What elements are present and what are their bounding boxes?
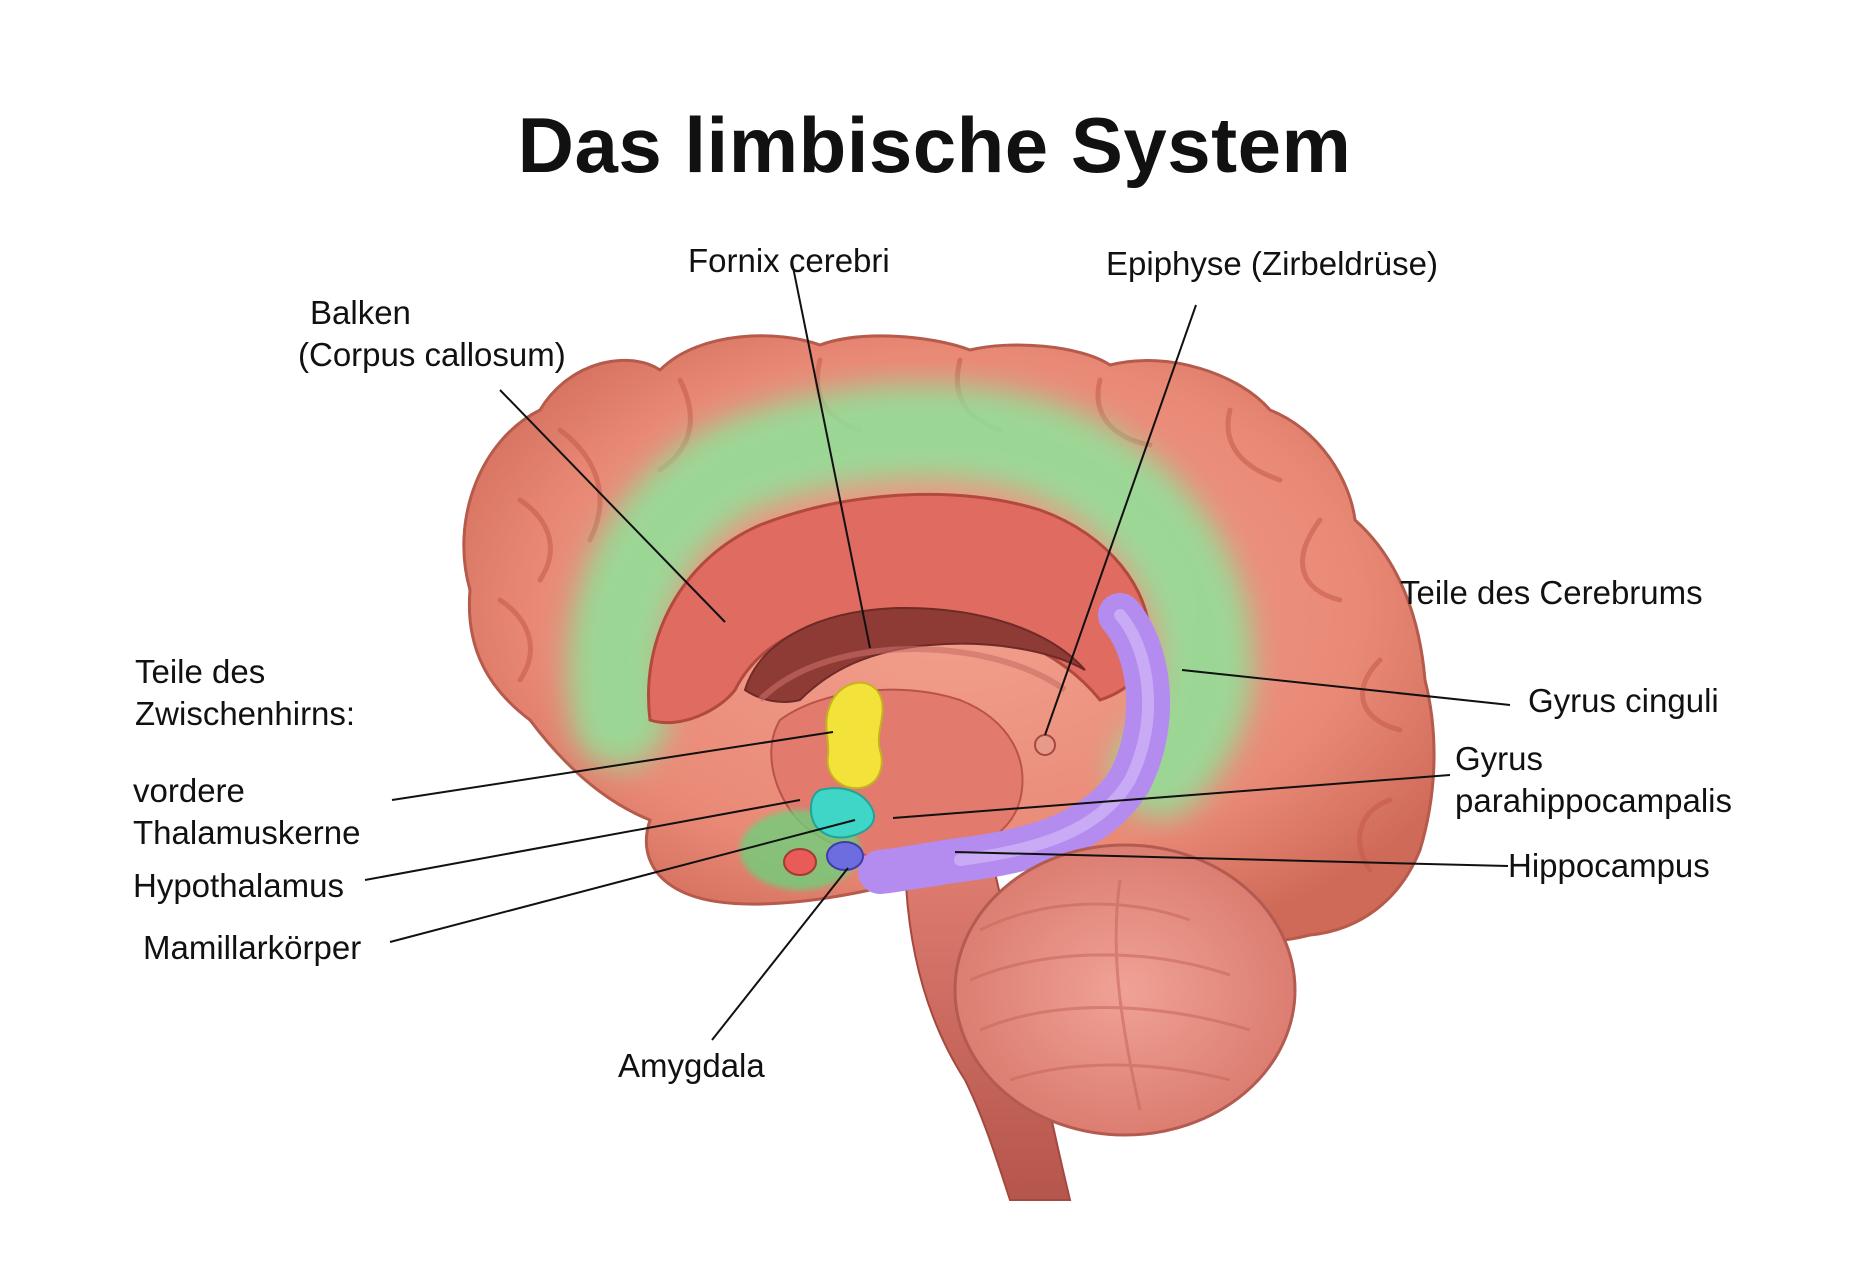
label-teile-zwischen-line2: Zwischenhirns: [135, 695, 356, 732]
label-thalamus-line1: vordere [133, 772, 245, 809]
page-title: Das limbische System [517, 101, 1352, 189]
leader-fornix [791, 261, 871, 649]
leader-gyrus-cinguli [1181, 669, 1511, 706]
label-balken-line2: (Corpus callosum) [298, 336, 566, 373]
amygdala [826, 841, 864, 871]
vordere-thalamuskerne [825, 681, 884, 790]
label-amygdala: Amygdala [618, 1045, 765, 1087]
label-teile-zwischen-line1: Teile des [135, 653, 266, 690]
label-hypothalamus-text: Hypothalamus [133, 867, 344, 904]
label-hippocampus-text: Hippocampus [1508, 847, 1710, 884]
label-balken: Balken (Corpus callosum) [298, 292, 566, 376]
leader-hippocampus [954, 851, 1509, 867]
label-epiphyse: Epiphyse (Zirbeldrüse) [1106, 243, 1438, 285]
leader-gyrus-para [892, 774, 1451, 819]
label-mamillarkoerper: Mamillarkörper [143, 927, 361, 969]
leader-epiphyse [1044, 304, 1197, 736]
label-mamillar-text: Mamillarkörper [143, 929, 362, 966]
cerebellum-folia [969, 879, 1251, 1111]
label-gyrus-para-line2: parahippocampalis [1455, 782, 1733, 819]
leader-amygdala [711, 867, 849, 1041]
hypothalamus [809, 787, 875, 839]
mamillarkoerper [783, 848, 817, 876]
lateral-ventricle [743, 606, 1086, 703]
cerebellum [953, 843, 1297, 1137]
label-fornix: Fornix cerebri [688, 240, 890, 282]
label-fornix-text: Fornix cerebri [688, 242, 890, 279]
leader-mamillar [389, 819, 856, 943]
label-gyrus-para-line1: Gyrus [1455, 740, 1544, 777]
label-teile-cerebrum-text: Teile des Cerebrums [1400, 574, 1703, 611]
leader-thalamus [391, 731, 834, 801]
label-teile-cerebrum: Teile des Cerebrums [1400, 572, 1703, 614]
gyri-folds [497, 357, 1403, 873]
leader-lines [364, 261, 1511, 1041]
leader-hypothalamus [364, 799, 801, 881]
label-gyrus-parahippocampalis: Gyrus parahippocampalis [1455, 738, 1732, 822]
leader-balken [499, 389, 726, 623]
label-vordere-thalamuskerne: vordere Thalamuskerne [133, 770, 360, 854]
label-thalamus-line2: Thalamuskerne [133, 814, 361, 851]
label-gyrus-cinguli-text: Gyrus cinguli [1528, 682, 1719, 719]
label-gyrus-cinguli: Gyrus cinguli [1528, 680, 1719, 722]
label-hypothalamus: Hypothalamus [133, 865, 344, 907]
label-amygdala-text: Amygdala [618, 1047, 765, 1084]
label-balken-line1: Balken [310, 294, 411, 331]
epiphyse [1034, 734, 1056, 756]
gyrus-cinguli-area [567, 383, 1254, 818]
label-hippocampus: Hippocampus [1508, 845, 1710, 887]
label-teile-zwischenhirn: Teile des Zwischenhirns: [135, 651, 355, 735]
label-epiphyse-text: Epiphyse (Zirbeldrüse) [1106, 245, 1438, 282]
